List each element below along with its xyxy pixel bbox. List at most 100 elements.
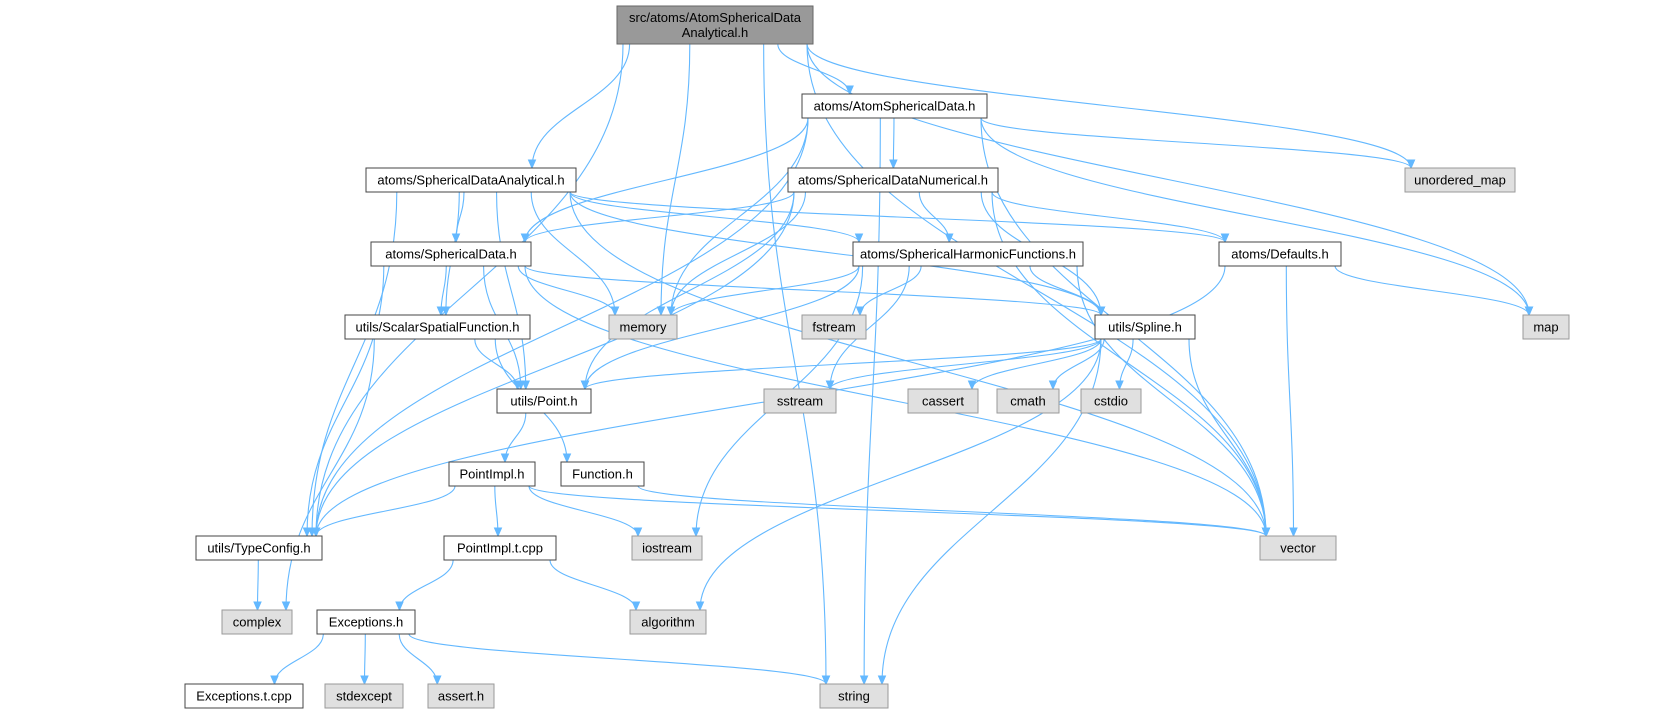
- node-box-string: [819, 683, 889, 709]
- node-box-exceptions: [316, 609, 416, 635]
- arrowhead-exceptions-to-string: [821, 675, 831, 686]
- edge-atomsph-to-unordered_map: [980, 117, 1412, 169]
- node-complex: complex: [221, 609, 293, 635]
- node-label-cassert-line-0: cassert: [922, 394, 964, 409]
- node-box-complex: [221, 609, 293, 635]
- node-ssf[interactable]: utils/ScalarSpatialFunction.h: [344, 314, 531, 340]
- node-map: map: [1522, 314, 1570, 340]
- node-box-shf: [852, 241, 1084, 267]
- node-box-point: [496, 388, 592, 414]
- edge-defaults-to-map: [1334, 265, 1530, 316]
- node-label-fstream-line-0: fstream: [812, 320, 855, 335]
- node-box-exceptionst: [184, 683, 304, 709]
- arrowhead-sda-to-ssf: [441, 306, 451, 317]
- node-spline[interactable]: utils/Spline.h: [1094, 314, 1196, 340]
- node-string: string: [819, 683, 889, 709]
- node-cstdio: cstdio: [1080, 388, 1142, 414]
- node-label-stdexcept-line-0: stdexcept: [336, 689, 392, 704]
- arrowhead-spline-to-point: [580, 380, 590, 391]
- arrowhead-pointimpl-to-pointimplt: [493, 527, 503, 538]
- node-box-cmath: [996, 388, 1060, 414]
- arrowhead-atomsph-to-unordered_map: [1406, 159, 1416, 170]
- node-label-string-line-0: string: [838, 689, 870, 704]
- arrowhead-point-to-pointimpl: [500, 453, 510, 464]
- node-label-ssf-line-0: utils/ScalarSpatialFunction.h: [355, 320, 519, 335]
- arrowhead-shf-to-fstream: [855, 306, 865, 317]
- edge-spline-to-point: [584, 338, 1102, 390]
- edge-spline-to-algorithm: [699, 338, 1102, 611]
- node-vector: vector: [1259, 535, 1337, 561]
- arrowhead-exceptions-to-stdexcept: [360, 675, 369, 686]
- node-label-cmath-line-0: cmath: [1010, 394, 1045, 409]
- node-label-complex-line-0: complex: [233, 615, 282, 630]
- node-shf[interactable]: atoms/SphericalHarmonicFunctions.h: [852, 241, 1084, 267]
- node-atomsph[interactable]: atoms/AtomSphericalData.h: [801, 93, 988, 119]
- node-label-exceptions-line-0: Exceptions.h: [329, 615, 403, 630]
- edge-spline-to-sstream: [829, 338, 1102, 390]
- edges-layer: [253, 43, 1534, 686]
- node-box-defaults: [1218, 241, 1342, 267]
- node-box-pointimplt: [443, 535, 557, 561]
- node-label-memory-line-0: memory: [620, 320, 667, 335]
- node-box-root: [616, 5, 814, 45]
- node-label-sd-line-0: atoms/SphericalData.h: [385, 247, 517, 262]
- edge-spline-to-vector: [1188, 338, 1267, 537]
- node-pointimpl[interactable]: PointImpl.h: [448, 461, 536, 487]
- arrowhead-spline-to-string: [877, 675, 887, 686]
- node-pointimplt[interactable]: PointImpl.t.cpp: [443, 535, 557, 561]
- edge-sda-to-spline: [569, 191, 1102, 316]
- arrowhead-sdn-to-sd: [520, 233, 530, 244]
- node-label-pointimpl-line-0: PointImpl.h: [459, 467, 524, 482]
- node-box-cassert: [907, 388, 979, 414]
- arrowhead-sd-to-ssf: [436, 306, 446, 317]
- edge-exceptions-to-string: [408, 633, 827, 685]
- edge-atomsph-to-string: [863, 117, 881, 685]
- edge-atomsph-to-map: [980, 117, 1530, 316]
- edge-sd-to-memory: [517, 265, 616, 316]
- arrowhead-atomsph-to-string: [859, 675, 869, 686]
- node-point[interactable]: utils/Point.h: [496, 388, 592, 414]
- node-sda[interactable]: atoms/SphericalDataAnalytical.h: [365, 167, 577, 193]
- arrowhead-spline-to-algorithm: [695, 601, 705, 612]
- node-sstream: sstream: [763, 388, 837, 414]
- node-box-map: [1522, 314, 1570, 340]
- edge-root-to-typeconfig: [315, 43, 624, 537]
- arrowhead-function-to-vector: [1261, 527, 1271, 538]
- node-function[interactable]: Function.h: [560, 461, 645, 487]
- node-cassert: cassert: [907, 388, 979, 414]
- edge-shf-to-point: [584, 265, 860, 390]
- node-algorithm: algorithm: [629, 609, 707, 635]
- arrowhead-sd-to-memory: [610, 306, 620, 317]
- arrowhead-sdn-to-defaults: [1220, 233, 1230, 244]
- node-box-ssf: [344, 314, 531, 340]
- node-defaults[interactable]: atoms/Defaults.h: [1218, 241, 1342, 267]
- arrowhead-exceptions-to-exceptionst: [270, 675, 279, 686]
- arrowhead-pointimpl-to-typeconfig: [311, 527, 321, 538]
- node-box-pointimpl: [448, 461, 536, 487]
- node-exceptions[interactable]: Exceptions.h: [316, 609, 416, 635]
- arrowhead-exceptions-to-asserth: [432, 675, 442, 686]
- node-box-unordered_map: [1404, 167, 1516, 193]
- edge-sdn-to-typeconfig: [315, 191, 795, 537]
- edge-pointimpl-to-typeconfig: [315, 485, 456, 537]
- arrowhead-atomsph-to-sdn: [889, 159, 898, 170]
- node-cmath: cmath: [996, 388, 1060, 414]
- node-sd[interactable]: atoms/SphericalData.h: [370, 241, 532, 267]
- node-exceptionst[interactable]: Exceptions.t.cpp: [184, 683, 304, 709]
- node-box-atomsph: [801, 93, 988, 119]
- arrowhead-shf-to-spline: [1096, 306, 1106, 317]
- node-label-defaults-line-0: atoms/Defaults.h: [1231, 247, 1329, 262]
- node-label-point-line-0: utils/Point.h: [510, 394, 577, 409]
- node-box-cstdio: [1080, 388, 1142, 414]
- node-label-vector-line-0: vector: [1280, 541, 1316, 556]
- edge-sd-to-vector: [524, 265, 1267, 537]
- node-typeconfig[interactable]: utils/TypeConfig.h: [195, 535, 323, 561]
- edge-root-to-map: [806, 43, 1530, 316]
- node-label-unordered_map-line-0: unordered_map: [1414, 173, 1506, 188]
- edge-exceptions-to-asserth: [398, 633, 438, 685]
- edge-root-to-vector: [806, 43, 1267, 537]
- node-label-cstdio-line-0: cstdio: [1094, 394, 1128, 409]
- arrowhead-sda-to-point: [521, 380, 531, 391]
- node-sdn[interactable]: atoms/SphericalDataNumerical.h: [787, 167, 999, 193]
